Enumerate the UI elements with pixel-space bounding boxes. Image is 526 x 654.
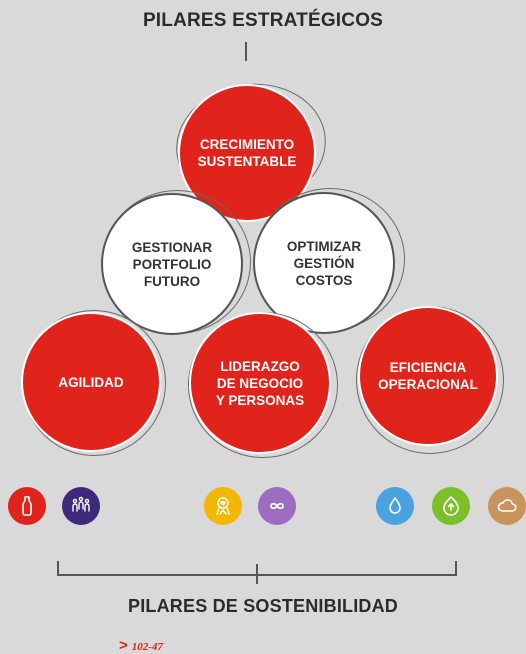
sustainability-pillars-title: PILARES DE SOSTENIBILIDAD (127, 596, 399, 616)
people-icon (62, 487, 100, 525)
pillar-label: GESTIONAR PORTFOLIO FUTURO (131, 239, 213, 289)
person-heart-icon (204, 487, 242, 525)
pillar-eficiencia-operacional: EFICIENCIA OPERACIONAL (358, 306, 498, 446)
cloud-icon (488, 487, 526, 525)
gri-reference: >102-47 (119, 637, 163, 654)
pillar-agilidad: AGILIDAD (21, 312, 161, 452)
pillar-optimizar-gestion-costos: OPTIMIZAR GESTIÓN COSTOS (253, 192, 395, 334)
gri-reference-code: 102-47 (131, 641, 163, 653)
pillar-gestionar-portfolio-futuro: GESTIONAR PORTFOLIO FUTURO (101, 193, 243, 335)
pillar-label: LIDERAZGO DE NEGOCIO Y PERSONAS (215, 358, 305, 408)
water-drop-icon (376, 487, 414, 525)
title-connector-line (245, 42, 247, 61)
chevron-right-icon: > (119, 637, 128, 654)
bracket-right-tick (455, 561, 457, 575)
bottle-icon (8, 487, 46, 525)
pillar-liderazgo-negocio-personas: LIDERAZGO DE NEGOCIO Y PERSONAS (189, 312, 331, 454)
pillar-label: CRECIMIENTO SUSTENTABLE (197, 137, 297, 169)
bracket-left-tick (57, 561, 59, 575)
leaf-upload-icon (432, 487, 470, 525)
pillar-label: AGILIDAD (58, 374, 124, 390)
bracket-center-tick (256, 564, 258, 584)
strategic-pillars-title: PILARES ESTRATÉGICOS (142, 10, 384, 31)
pillar-label: OPTIMIZAR GESTIÓN COSTOS (286, 238, 362, 288)
pillar-label: EFICIENCIA OPERACIONAL (378, 360, 478, 392)
infinity-icon (258, 487, 296, 525)
